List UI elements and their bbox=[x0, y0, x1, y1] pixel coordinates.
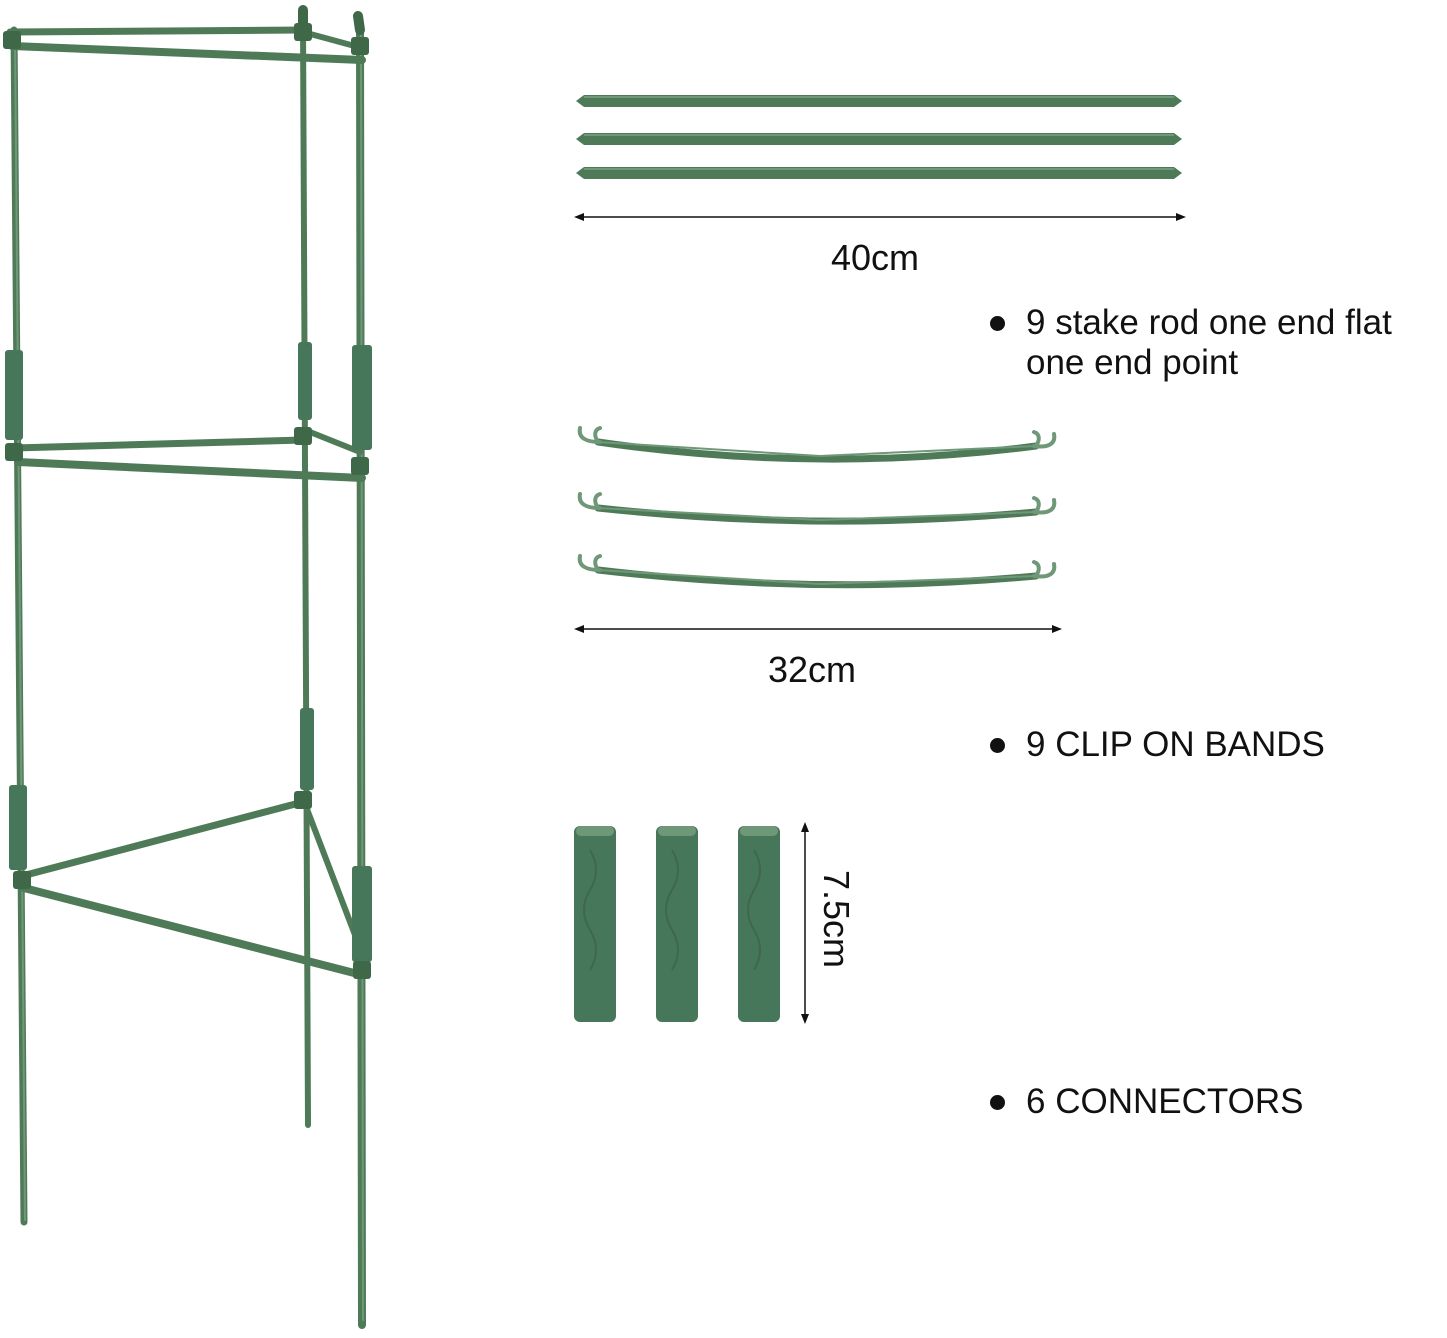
feature-text: 9 stake rod one end flat one end point bbox=[1026, 303, 1392, 382]
tower-band bbox=[8, 42, 366, 64]
stake-rod bbox=[576, 133, 1182, 145]
tower-connector bbox=[300, 708, 314, 790]
clip-band bbox=[577, 492, 1057, 525]
connector bbox=[738, 826, 780, 1022]
stake-length-label: 40cm bbox=[831, 237, 920, 278]
feature-text: 9 CLIP ON BANDS bbox=[1026, 725, 1325, 764]
tower-connector bbox=[9, 785, 27, 870]
bullet-icon bbox=[990, 1095, 1005, 1110]
stake-rod bbox=[576, 95, 1182, 107]
feature-stake-rods: 9 stake rod one end flat one end point bbox=[990, 303, 1440, 383]
assembled-trellis-illustration bbox=[3, 5, 372, 1329]
bullet-icon bbox=[990, 738, 1005, 753]
tower-band bbox=[10, 436, 307, 452]
stake-length-arrow bbox=[574, 213, 1186, 221]
tower-joint bbox=[13, 871, 31, 889]
connector bbox=[574, 826, 616, 1022]
tower-joint bbox=[5, 443, 23, 461]
tower-band bbox=[14, 458, 366, 482]
bullet-icon bbox=[990, 316, 1005, 331]
clip-band bbox=[577, 426, 1057, 463]
tower-band bbox=[302, 801, 363, 951]
tower-connector bbox=[352, 866, 372, 962]
tower-post-highlight bbox=[14, 31, 26, 1221]
tower-joint bbox=[294, 23, 312, 41]
tower-connector bbox=[298, 342, 312, 420]
tower-joint bbox=[351, 37, 369, 55]
tower-post-highlight bbox=[360, 27, 364, 1321]
tower-joint bbox=[3, 31, 21, 49]
tower-connector bbox=[5, 350, 23, 440]
tower-joint bbox=[351, 457, 369, 475]
tower-band bbox=[302, 427, 363, 455]
tower-connector bbox=[352, 345, 372, 450]
tower-band bbox=[20, 884, 366, 979]
tower-post bbox=[300, 19, 311, 1128]
band-length-label: 32cm bbox=[768, 649, 857, 690]
tower-joint bbox=[294, 791, 312, 809]
tower-joint bbox=[294, 427, 312, 445]
feature-text: 6 CONNECTORS bbox=[1026, 1082, 1304, 1121]
tower-band bbox=[6, 26, 307, 36]
connector-length-arrow bbox=[801, 822, 809, 1024]
clip-band bbox=[577, 554, 1057, 589]
band-length-arrow bbox=[574, 625, 1062, 633]
feature-clip-bands: 9 CLIP ON BANDS bbox=[990, 725, 1440, 765]
feature-connectors: 6 CONNECTORS bbox=[990, 1082, 1440, 1122]
connector bbox=[656, 826, 698, 1022]
tower-joint bbox=[353, 961, 371, 979]
connector-length-label: 7.5cm bbox=[816, 870, 857, 969]
stake-rod bbox=[576, 167, 1182, 179]
tower-post-tip bbox=[353, 11, 365, 35]
tower-band bbox=[18, 798, 307, 880]
